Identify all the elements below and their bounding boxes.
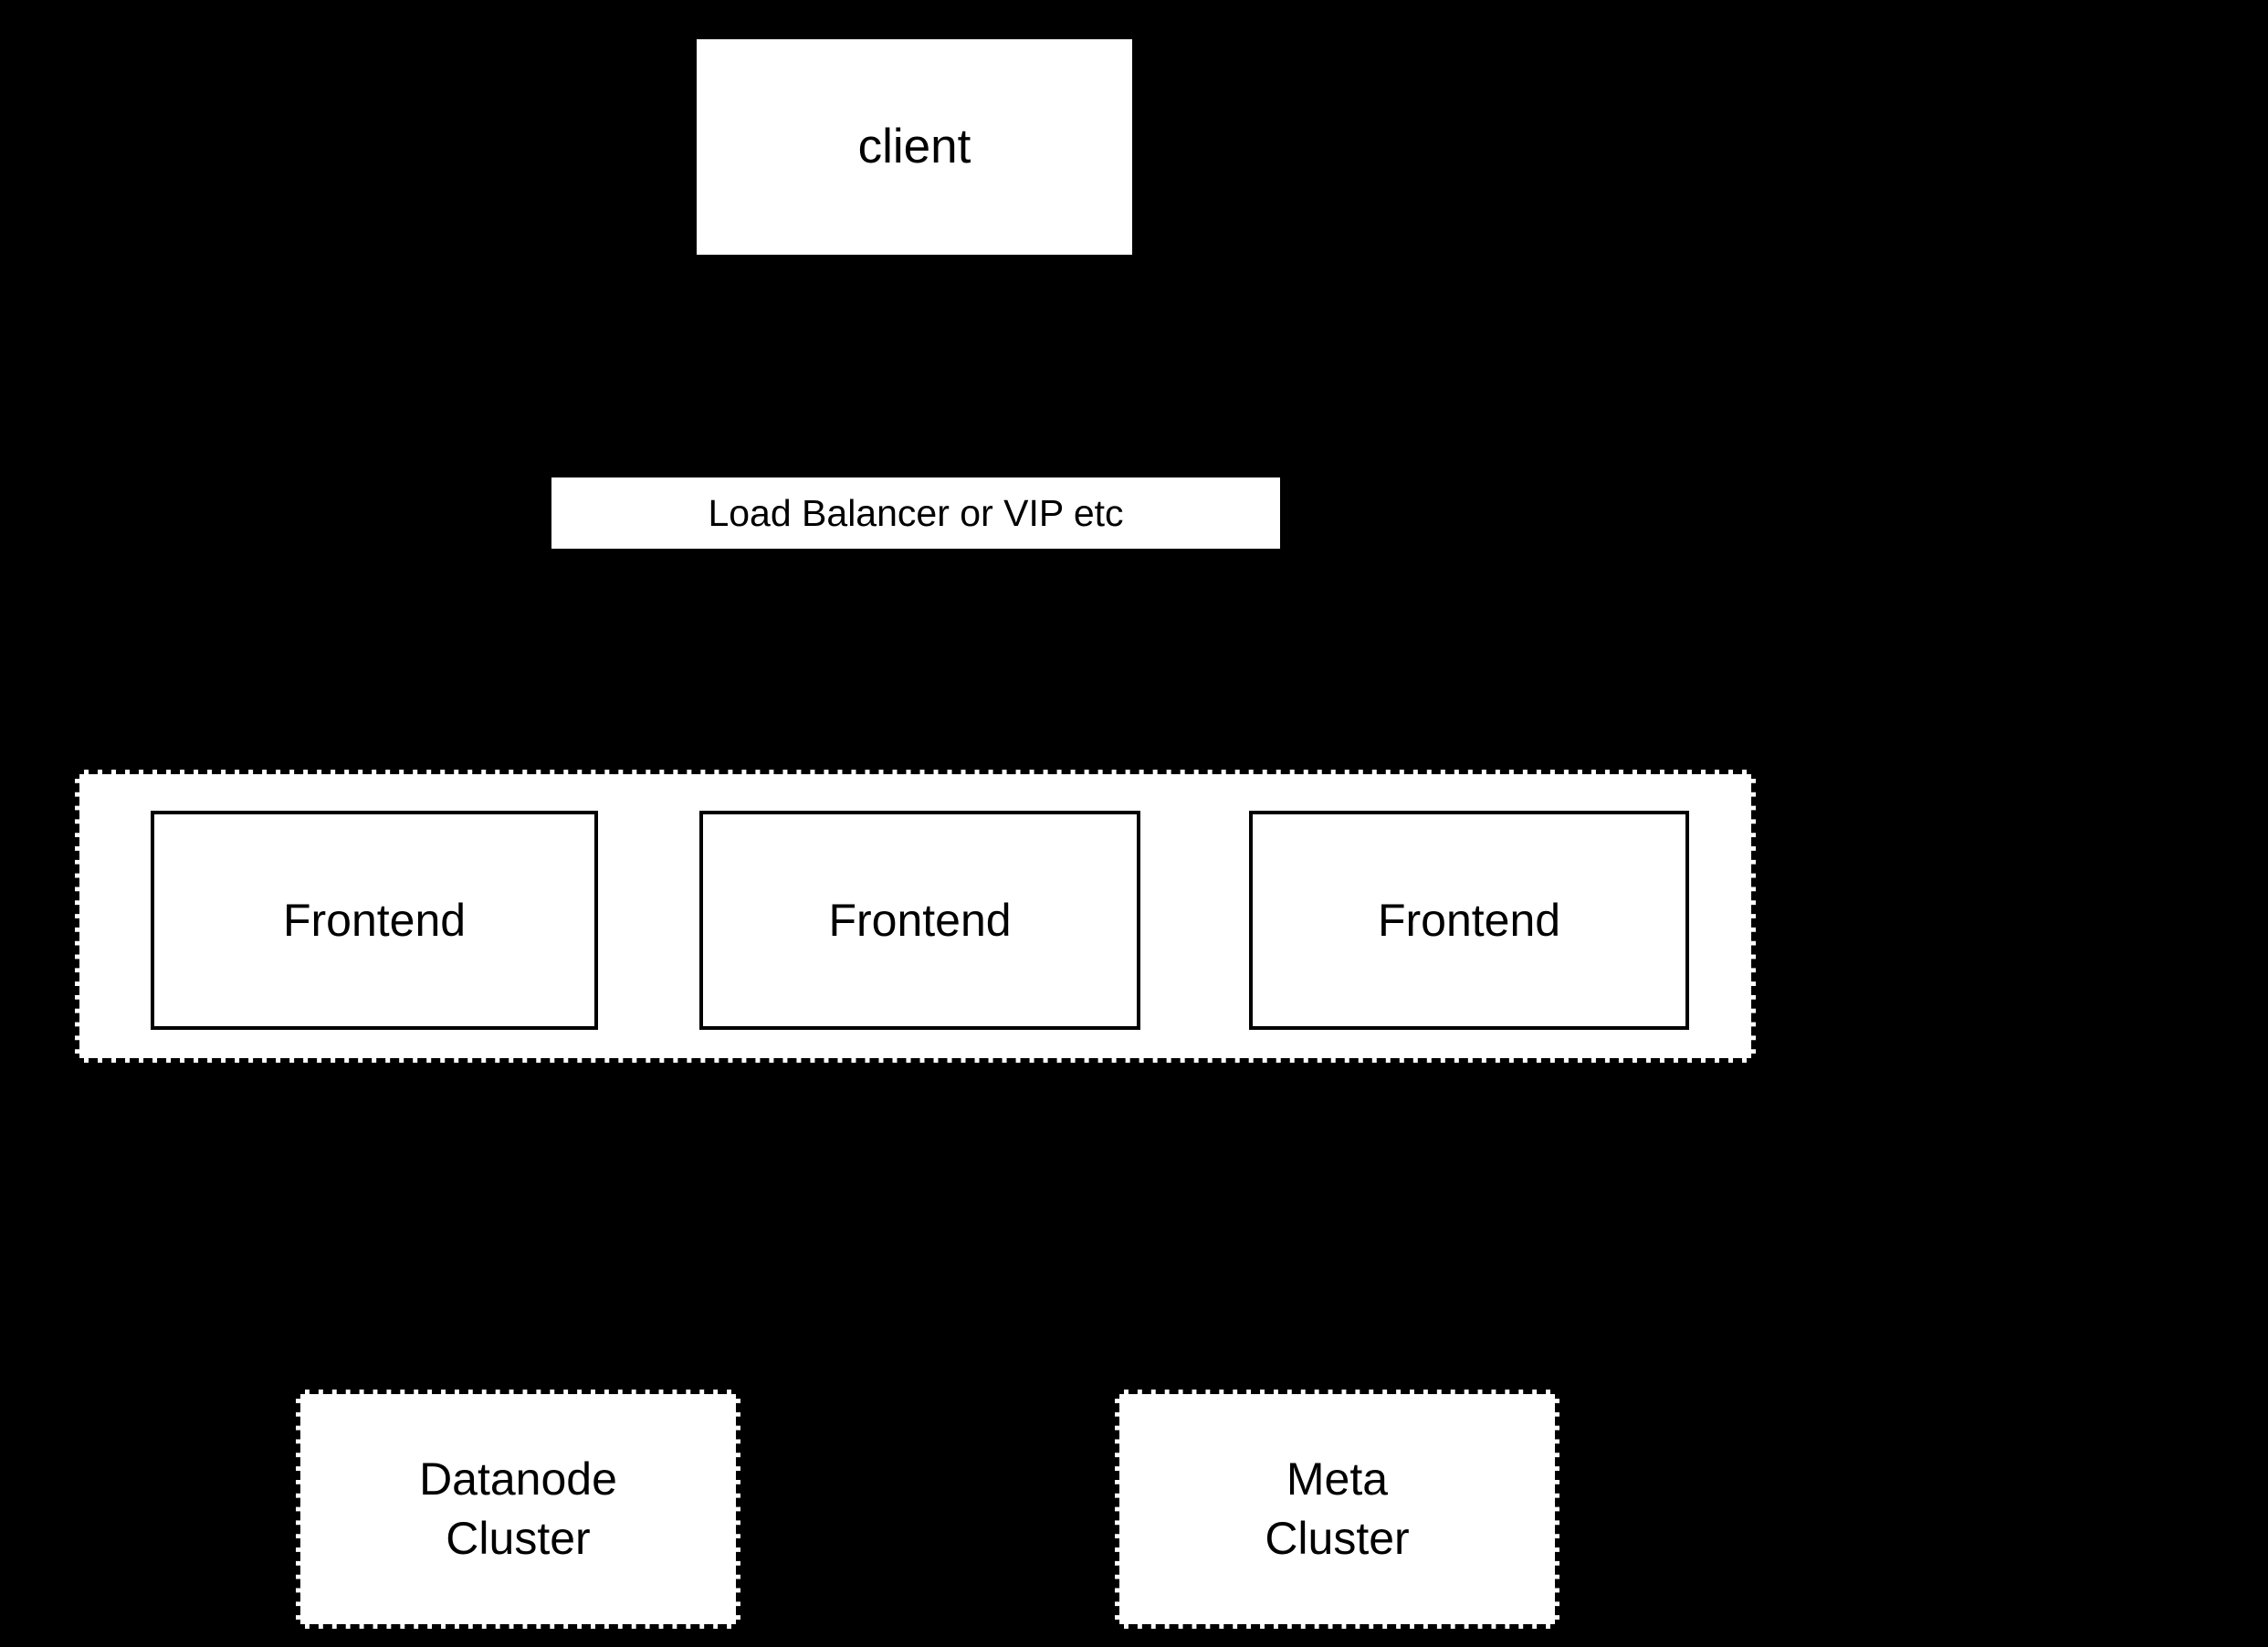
- node-frontend-1-label: Frontend: [282, 895, 467, 946]
- node-datanode-cluster-label: Datanode Cluster: [419, 1453, 617, 1564]
- node-frontend-1[interactable]: Frontend: [151, 811, 598, 1030]
- node-load-balancer-label: Load Balancer or VIP etc: [708, 491, 1124, 534]
- node-client[interactable]: client: [697, 39, 1132, 255]
- node-frontend-3[interactable]: Frontend: [1249, 811, 1689, 1030]
- node-meta-cluster-label: Meta Cluster: [1265, 1453, 1410, 1564]
- node-datanode-cluster[interactable]: Datanode Cluster: [296, 1390, 740, 1629]
- node-client-label: client: [857, 119, 971, 173]
- node-meta-cluster[interactable]: Meta Cluster: [1115, 1390, 1559, 1629]
- node-frontend-3-label: Frontend: [1377, 895, 1561, 946]
- node-load-balancer[interactable]: Load Balancer or VIP etc: [551, 477, 1280, 549]
- node-frontend-group[interactable]: Frontend Frontend Frontend: [75, 770, 1756, 1063]
- node-frontend-2[interactable]: Frontend: [699, 811, 1140, 1030]
- node-frontend-2-label: Frontend: [828, 895, 1012, 946]
